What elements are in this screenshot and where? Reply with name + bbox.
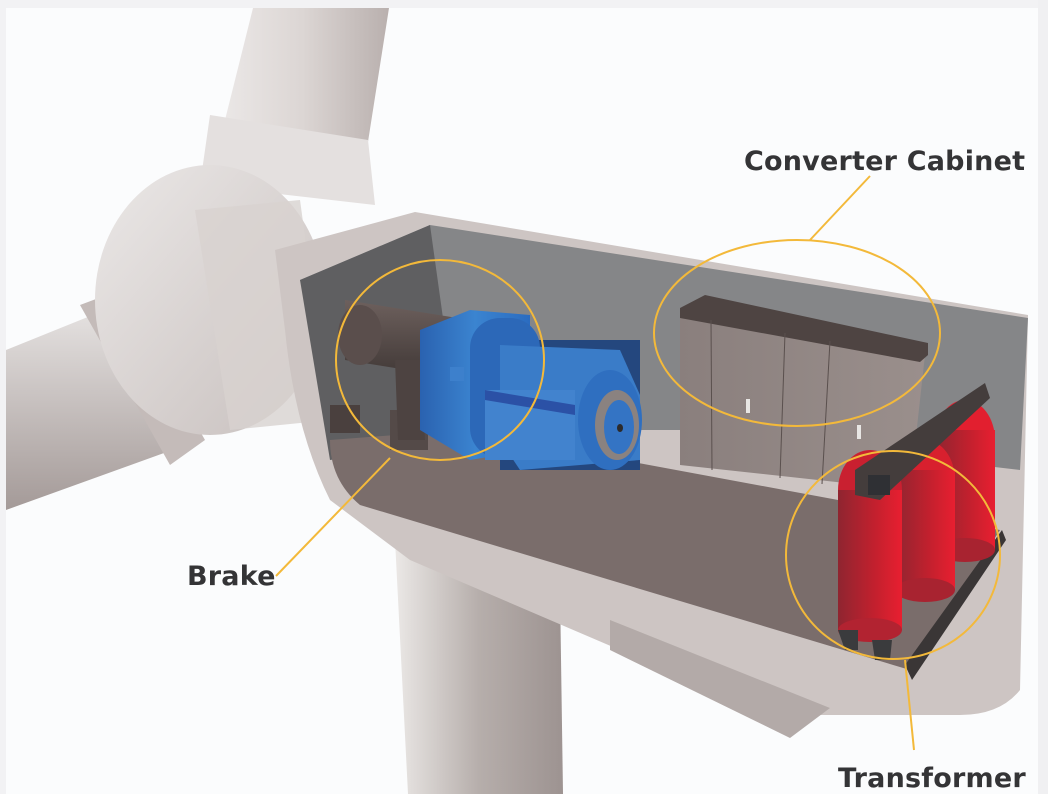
brake-callout-leader: [275, 457, 391, 577]
brake-callout-circle: [335, 259, 545, 461]
right-gutter: [1038, 0, 1048, 794]
diagram-canvas: Converter Cabinet Brake Transformer: [6, 8, 1038, 794]
generator: [420, 310, 642, 470]
transformer: [838, 383, 995, 660]
transformer-callout-leader: [904, 659, 915, 751]
converter-callout-circle: [653, 239, 941, 427]
converter-cabinet-label: Converter Cabinet: [744, 146, 1026, 177]
wind-turbine-illustration: [6, 8, 1028, 794]
transformer-label: Transformer: [838, 763, 1026, 794]
converter-callout-leader: [809, 175, 871, 241]
interior-floor: [330, 430, 1000, 670]
nacelle-skirt: [610, 620, 830, 738]
callouts: [275, 175, 1001, 751]
transformer-callout-circle: [785, 450, 1001, 660]
converter-cabinet: [680, 295, 928, 490]
brake-label: Brake: [187, 561, 276, 592]
